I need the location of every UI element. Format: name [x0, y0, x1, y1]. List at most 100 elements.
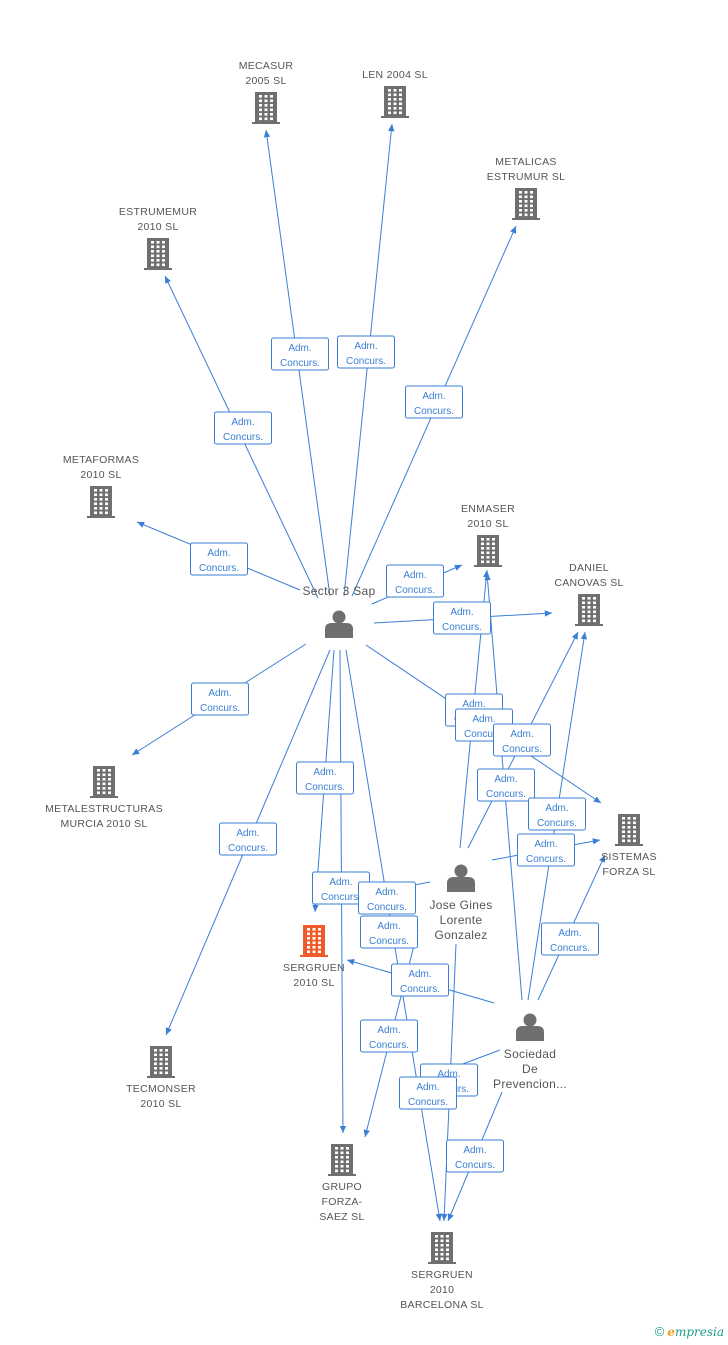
edge-label-jose-to-daniel[interactable]: Adm.Concurs. [493, 723, 551, 757]
person-icon [447, 864, 475, 892]
edge-label-text: Concurs. [346, 356, 386, 367]
node-label-line: ESTRUMEMUR [119, 206, 197, 218]
edge-label-sector3-to-mecasur[interactable]: Adm. Concurs. [271, 337, 329, 371]
edge-label-text: Adm. [558, 928, 581, 939]
edge-label-jose-to-sistemas[interactable]: Adm.Concurs. [517, 833, 575, 867]
edge-label-box [190, 542, 248, 576]
node-label-line: METALICAS [495, 156, 556, 168]
edge-label-text: Adm. [377, 921, 400, 932]
building-icon [512, 188, 540, 220]
edge-label-sociedad-to-sergruen[interactable]: Adm.Concurs. [391, 963, 449, 997]
edge-label-text: Concurs. [455, 1160, 495, 1171]
node-label-line: TECMONSER [126, 1083, 196, 1095]
node-label-line: 2010 SL [293, 977, 334, 989]
edge-label-sociedad-to-daniel[interactable]: Adm.Concurs. [528, 797, 586, 831]
edge-label-box [399, 1076, 457, 1110]
edge-label-sector3-to-sergruen[interactable]: Adm.Concurs. [296, 761, 354, 795]
edge-label-sociedad-to-sergruenbcn[interactable]: Adm. Concurs. [446, 1139, 504, 1173]
edge-label-jose-to-grupo[interactable]: Adm.Concurs. [360, 1019, 418, 1053]
edge-label-box [493, 723, 551, 757]
edge-label-box [517, 833, 575, 867]
edge-label-text: Adm. [463, 1145, 486, 1156]
edge-label-sector3-to-grupo[interactable]: Adm.Concurs. [312, 871, 370, 905]
edge-labels-layer: Adm. Concurs. Adm. Concurs. Adm. Concurs. Adm.… [190, 335, 599, 1173]
edge-label-text: Adm. [462, 699, 485, 710]
edge-label-text: Concurs. [408, 1097, 448, 1108]
edge-label-sector3-to-len2004[interactable]: Adm. Concurs. [337, 335, 395, 369]
node-label-line: DANIEL [569, 562, 609, 574]
edge-label-sector3-to-enmaser[interactable]: Adm.Concurs. [386, 564, 444, 598]
edge-label-box [219, 822, 277, 856]
edge-label-text: Adm. [472, 714, 495, 725]
edge-label-box [405, 385, 463, 419]
node-label-line: Sociedad [504, 1047, 556, 1061]
building-icon [90, 766, 118, 798]
edge-label-jose-to-sergruen[interactable]: Adm. Concurs. [360, 915, 418, 949]
edge-label-sociedad-to-enmaser[interactable]: Adm.Concurs. [477, 768, 535, 802]
edge-label-text: Concurs. [369, 936, 409, 947]
node-label-line: ESTRUMUR SL [487, 171, 566, 183]
edge-label-text: Concurs. [199, 563, 239, 574]
edge-label-sociedad-to-grupo[interactable]: Adm.Concurs. [399, 1076, 457, 1110]
node-label-line: MECASUR [239, 60, 294, 72]
node-label-line: Lorente [440, 913, 483, 927]
edge-label-box [358, 881, 416, 915]
edge-label-box [337, 335, 395, 369]
edge-label-text: Adm. [231, 417, 254, 428]
node-label-line: SERGRUEN [411, 1269, 473, 1281]
building-icon [300, 925, 328, 957]
edge-label-box [433, 601, 491, 635]
edge-label-text: Adm. [450, 607, 473, 618]
footer-brand[interactable]: ©empresia [655, 1324, 724, 1339]
node-label-line: CANOVAS SL [554, 577, 623, 589]
edge-label-sector3-to-metalicas[interactable]: Adm.Concurs. [405, 385, 463, 419]
edge-label-text: Adm. [207, 548, 230, 559]
edge-label-text: Concurs. [400, 984, 440, 995]
building-icon [615, 814, 643, 846]
person-node-sociedad[interactable]: SociedadDePrevencion... [493, 1013, 567, 1092]
person-node-sector3[interactable]: Sector 3 Sap [303, 584, 376, 638]
node-label-line: Sector 3 Sap [303, 584, 376, 598]
edge-label-box [386, 564, 444, 598]
node-label-line: Jose Gines [429, 898, 492, 912]
edge-label-box [191, 682, 249, 716]
edge-label-sector3-to-sergruenbcn[interactable]: Adm.Concurs. [358, 881, 416, 915]
edge-label-box [446, 1139, 504, 1173]
edge-label-text: Concurs. [200, 703, 240, 714]
edge-label-text: Concurs. [537, 818, 577, 829]
edge-label-sociedad-to-sistemas[interactable]: Adm.Concurs. [541, 922, 599, 956]
edge-label-sector3-to-tecmonser[interactable]: Adm.Concurs. [219, 822, 277, 856]
edge-label-text: Concurs. [280, 358, 320, 369]
company-node-metalicas[interactable]: METALICAS ESTRUMUR SL [487, 156, 566, 220]
building-icon [575, 594, 603, 626]
edge-label-text: Adm. [403, 570, 426, 581]
edge-label-text: Concurs. [414, 406, 454, 417]
node-label-line: BARCELONA SL [400, 1299, 484, 1311]
node-label-line: 2010 [430, 1284, 455, 1296]
edge-label-sector3-to-metalestructuras[interactable]: Adm.Concurs. [191, 682, 249, 716]
edge-label-text: Adm. [288, 343, 311, 354]
node-label-line: METALESTRUCTURAS [45, 803, 163, 815]
edge-label-text: Adm. [354, 341, 377, 352]
company-node-len2004[interactable]: LEN 2004 SL [362, 69, 428, 118]
edge-label-sector3-to-estrumemur[interactable]: Adm.Concurs. [214, 411, 272, 445]
company-node-daniel[interactable]: DANIEL CANOVAS SL [554, 562, 623, 626]
node-label-line: ENMASER [461, 503, 515, 515]
edge-label-sector3-to-metaformas[interactable]: Adm. Concurs. [190, 542, 248, 576]
edge-label-sector3-to-daniel[interactable]: Adm.Concurs. [433, 601, 491, 635]
brand-logo: empresia [667, 1325, 724, 1339]
node-label-line: SISTEMAS [601, 851, 657, 863]
building-icon [381, 86, 409, 118]
